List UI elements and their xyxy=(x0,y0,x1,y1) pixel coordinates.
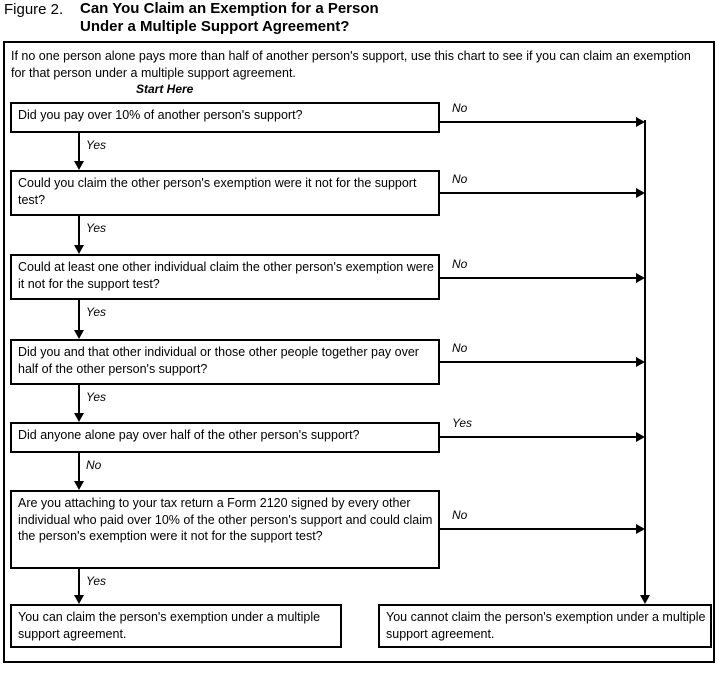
decision-box-q1-text: Did you pay over 10% of another person's… xyxy=(18,108,303,122)
decision-box-q6[interactable]: Are you attaching to your tax return a F… xyxy=(10,490,440,569)
decision-box-q1[interactable]: Did you pay over 10% of another person's… xyxy=(10,102,440,133)
decision-box-q6-text: Are you attaching to your tax return a F… xyxy=(18,496,433,543)
figure-title-line-2: Under a Multiple Support Agreement? xyxy=(80,18,350,35)
arrow-down-q2-to-q3 xyxy=(74,245,84,254)
connector-q3-to-q4 xyxy=(78,300,80,330)
arrow-right-q2 xyxy=(636,188,645,198)
connector-q5-right xyxy=(440,436,637,438)
branch-label-q5-right: Yes xyxy=(452,416,473,430)
branch-label-q3-right: No xyxy=(452,257,468,271)
branch-label-q1-down: Yes xyxy=(86,138,107,152)
arrow-right-q3 xyxy=(636,273,645,283)
connector-q2-right xyxy=(440,192,637,194)
branch-label-q5-down: No xyxy=(86,458,102,472)
branch-label-q2-right: No xyxy=(452,172,468,186)
right-spine-line xyxy=(644,120,646,595)
arrow-right-q4 xyxy=(636,357,645,367)
connector-q6-to-outcome xyxy=(78,569,80,595)
arrow-right-q1 xyxy=(636,117,645,127)
chart-outer-frame xyxy=(3,41,715,663)
arrow-down-q3-to-q4 xyxy=(74,330,84,339)
branch-label-q6-down: Yes xyxy=(86,574,107,588)
decision-box-q4[interactable]: Did you and that other individual or tho… xyxy=(10,339,440,385)
decision-box-q3-text: Could at least one other individual clai… xyxy=(18,260,434,291)
branch-label-q1-right: No xyxy=(452,101,468,115)
decision-box-q5-text: Did anyone alone pay over half of the ot… xyxy=(18,428,360,442)
arrow-down-to-cannot-claim xyxy=(640,595,650,604)
connector-q4-right xyxy=(440,361,637,363)
connector-q4-to-q5 xyxy=(78,385,80,413)
connector-q1-right xyxy=(440,121,637,123)
decision-box-q4-text: Did you and that other individual or tho… xyxy=(18,345,419,376)
arrow-down-q4-to-q5 xyxy=(74,413,84,422)
figure-title: Can You Claim an Exemption for a Person … xyxy=(80,0,379,36)
decision-box-q2[interactable]: Could you claim the other person's exemp… xyxy=(10,170,440,216)
start-here-label: Start Here xyxy=(136,82,194,96)
decision-box-q3[interactable]: Could at least one other individual clai… xyxy=(10,254,440,300)
branch-label-q2-down: Yes xyxy=(86,221,107,235)
connector-q5-to-q6 xyxy=(78,453,80,481)
arrow-right-q5 xyxy=(636,432,645,442)
outcome-box-cannot-claim[interactable]: You cannot claim the person's exemption … xyxy=(378,604,712,648)
connector-q2-to-q3 xyxy=(78,216,80,245)
arrow-down-q6-to-outcome xyxy=(74,595,84,604)
branch-label-q4-down: Yes xyxy=(86,390,107,404)
figure-title-line-1: Can You Claim an Exemption for a Person xyxy=(80,0,379,17)
outcome-box-can-claim[interactable]: You can claim the person's exemption und… xyxy=(10,604,342,648)
outcome-box-cannot-claim-text: You cannot claim the person's exemption … xyxy=(386,610,706,641)
connector-q3-right xyxy=(440,277,637,279)
connector-q1-to-q2 xyxy=(78,133,80,162)
arrow-down-q1-to-q2 xyxy=(74,161,84,170)
decision-box-q2-text: Could you claim the other person's exemp… xyxy=(18,176,417,207)
figure-caption: Figure 2. xyxy=(4,1,64,18)
intro-paragraph: If no one person alone pays more than ha… xyxy=(11,49,691,80)
arrow-down-q5-to-q6 xyxy=(74,481,84,490)
branch-label-q6-right: No xyxy=(452,508,468,522)
outcome-box-can-claim-text: You can claim the person's exemption und… xyxy=(18,610,321,641)
arrow-right-q6 xyxy=(636,524,645,534)
branch-label-q3-down: Yes xyxy=(86,305,107,319)
connector-q6-right xyxy=(440,528,637,530)
decision-box-q5[interactable]: Did anyone alone pay over half of the ot… xyxy=(10,422,440,453)
branch-label-q4-right: No xyxy=(452,341,468,355)
